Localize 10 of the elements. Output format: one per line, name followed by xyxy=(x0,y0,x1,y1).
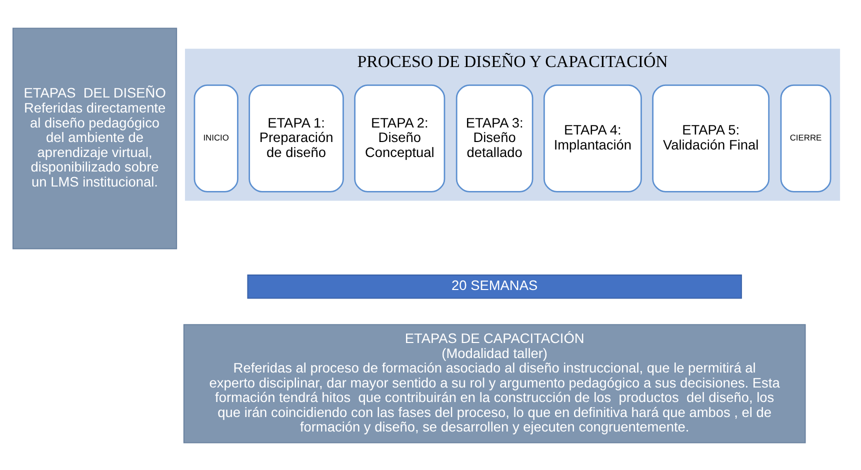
node-box: INICIO xyxy=(194,84,238,192)
node-box: ETAPA 5: Validación Final xyxy=(652,84,770,192)
node-box: ETAPA 1: Preparación de diseño xyxy=(248,84,344,192)
node-box: ETAPAS DEL DISEÑO Referidas directamente al diseño pedagógico del ambiente de aprendizaje virtual, disponibilizado sobre un LMS institucional. xyxy=(12,27,178,249)
node-box: CIERRE xyxy=(780,84,832,192)
node-box: 20 SEMANAS xyxy=(247,274,742,298)
node-box: ETAPA 3: Diseño detallado xyxy=(456,84,534,192)
node-box: ETAPA 4: Implantación xyxy=(543,84,642,192)
node-box: ETAPA 2: Diseño Conceptual xyxy=(354,84,446,192)
node-box: ETAPAS DE CAPACITACIÓN (Modalidad taller) Referidas al proceso de formación asociado al diseño instruccional, que le permitirá al experto disciplinar, dar mayor sentido a su rol y argumento pedagógico a sus decisiones. Esta formación tendrá hitos que contribuirán en la construcción de los productos del diseño, los que irán coincidiendo con las fases del proceso, lo que en definitiva hará que ambos , el de formación y diseño, se desarrollen y ejecuten congruentemente. xyxy=(183,324,806,443)
